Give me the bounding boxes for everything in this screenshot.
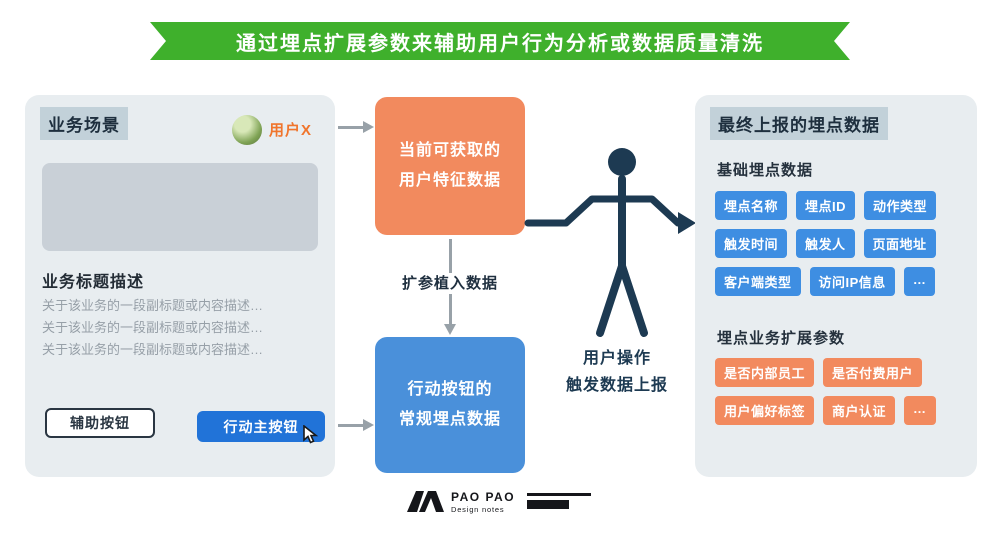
- tag-item: 埋点名称: [715, 191, 788, 220]
- basic-section-label: 基础埋点数据: [717, 162, 814, 179]
- tag-item: 商户认证: [823, 396, 896, 425]
- scene-panel-title: 业务场景: [40, 107, 128, 140]
- tag-item: 用户偏好标签: [715, 396, 815, 425]
- feature-data-box: 当前可获取的 用户特征数据: [375, 97, 525, 235]
- person-caption-line1: 用户操作: [582, 350, 651, 367]
- tag-item: 埋点ID: [796, 191, 856, 220]
- feature-data-box-line1: 当前可获取的: [398, 141, 501, 159]
- secondary-button[interactable]: 辅助按钮: [45, 408, 155, 438]
- tag-item: 是否付费用户: [823, 358, 923, 387]
- report-panel: 最终上报的埋点数据 基础埋点数据 埋点名称 埋点ID 动作类型 触发时间 触发人…: [695, 95, 977, 477]
- paopao-logo: PAO PAO Design notes: [407, 490, 591, 514]
- scene-desc-line: 关于该业务的一段副标题或内容描述…: [42, 342, 264, 357]
- scene-panel: 业务场景 用户X 业务标题描述 关于该业务的一段副标题或内容描述… 关于该业务的…: [25, 95, 335, 477]
- scene-desc-line: 关于该业务的一段副标题或内容描述…: [42, 320, 264, 335]
- tag-item: …: [903, 267, 936, 296]
- tag-item: 访问IP信息: [809, 267, 895, 296]
- tag-item: 动作类型: [864, 191, 937, 220]
- tag-item: 触发人: [796, 229, 855, 258]
- tag-item: 页面地址: [863, 229, 936, 258]
- action-data-box: 行动按钮的 常规埋点数据: [375, 337, 525, 473]
- inject-label: 扩参植入数据: [375, 272, 525, 294]
- logo-title: PAO PAO: [451, 490, 515, 504]
- feature-data-box-line2: 用户特征数据: [398, 172, 501, 189]
- report-panel-title: 最终上报的埋点数据: [710, 107, 888, 140]
- person-figure-icon: [524, 148, 696, 337]
- extended-tags: 是否内部员工 是否付费用户 用户偏好标签 商户认证 …: [715, 358, 969, 425]
- person-caption: 用户操作 触发数据上报: [542, 345, 692, 399]
- image-placeholder: [42, 163, 318, 251]
- cursor-icon: [303, 425, 319, 444]
- arrow-right-icon: [338, 121, 374, 133]
- scene-heading: 业务标题描述: [42, 274, 145, 291]
- tag-item: 是否内部员工: [715, 358, 815, 387]
- logo-subtitle: Design notes: [451, 505, 504, 514]
- scene-desc-line: 关于该业务的一段副标题或内容描述…: [42, 298, 264, 313]
- user-label: 用户X: [269, 122, 313, 139]
- tag-item: …: [904, 396, 936, 425]
- action-data-box-line1: 行动按钮的: [407, 380, 493, 398]
- extended-section-label: 埋点业务扩展参数: [717, 330, 846, 347]
- banner-text: 通过埋点扩展参数来辅助用户行为分析或数据质量清洗: [236, 32, 764, 55]
- scene-descriptions: 关于该业务的一段副标题或内容描述… 关于该业务的一段副标题或内容描述… 关于该业…: [42, 295, 263, 361]
- action-data-box-line2: 常规埋点数据: [398, 411, 501, 428]
- user-avatar-icon: [232, 115, 262, 145]
- banner-ribbon: 通过埋点扩展参数来辅助用户行为分析或数据质量清洗: [150, 22, 850, 60]
- basic-tags: 埋点名称 埋点ID 动作类型 触发时间 触发人 页面地址 客户端类型 访问IP信…: [715, 191, 969, 296]
- tag-item: 客户端类型: [715, 267, 801, 296]
- arrow-right-icon: [338, 419, 374, 431]
- tag-item: 触发时间: [715, 229, 788, 258]
- person-caption-line2: 触发数据上报: [565, 377, 668, 394]
- logo-mark-icon: [407, 491, 444, 512]
